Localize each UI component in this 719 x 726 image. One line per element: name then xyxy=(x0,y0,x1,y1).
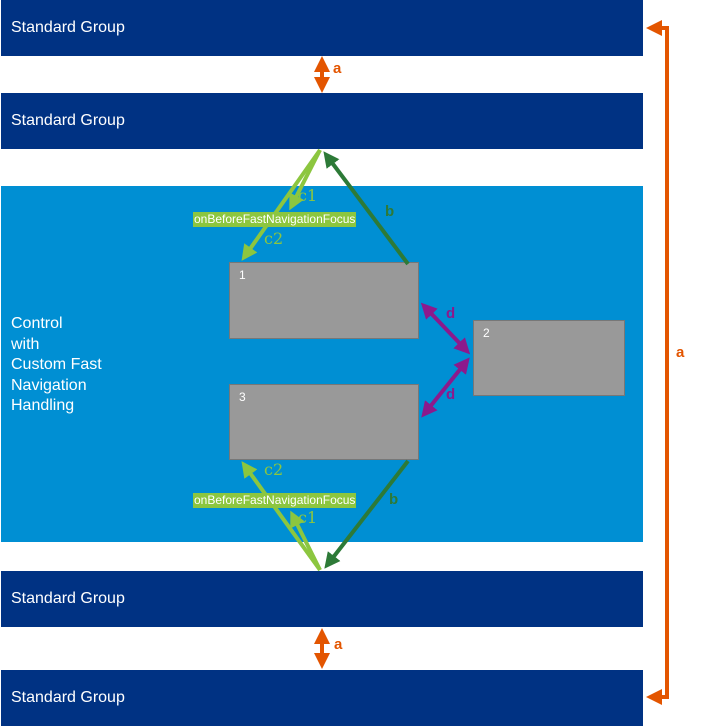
arrow-a-right xyxy=(646,20,669,705)
event-label-top: onBeforeFastNavigationFocus xyxy=(193,212,357,227)
label-c2-top: c2 xyxy=(264,229,284,248)
focusable-item-3: 3 xyxy=(229,384,419,460)
label-b-top: b xyxy=(385,203,395,220)
item-number: 3 xyxy=(239,390,246,404)
control-label-line: Navigation xyxy=(11,376,87,394)
standard-group-4: Standard Group xyxy=(1,670,643,726)
group-label: Standard Group xyxy=(11,689,125,706)
control-label-line: Custom Fast xyxy=(11,356,102,373)
control-label: Control with Custom Fast Navigation Hand… xyxy=(11,314,151,417)
control-label-line: with xyxy=(11,335,40,353)
focusable-item-1: 1 xyxy=(229,262,419,339)
group-label: Standard Group xyxy=(11,19,125,36)
focusable-item-2: 2 xyxy=(473,320,625,396)
standard-group-2: Standard Group xyxy=(1,93,643,149)
label-a-right: a xyxy=(676,344,685,361)
label-b-bottom: b xyxy=(389,491,399,508)
label-d-top: d xyxy=(446,305,456,322)
label-c1-top: c1 xyxy=(298,186,318,205)
label-c2-bottom: c2 xyxy=(264,460,284,479)
label-c1-bottom: c1 xyxy=(298,508,318,527)
label-d-bottom: d xyxy=(446,386,456,403)
standard-group-1: Standard Group xyxy=(1,0,643,56)
item-number: 2 xyxy=(483,326,490,340)
event-label-bottom: onBeforeFastNavigationFocus xyxy=(193,493,357,508)
standard-group-3: Standard Group xyxy=(1,571,643,627)
group-label: Standard Group xyxy=(11,590,125,607)
item-number: 1 xyxy=(239,268,246,282)
label-a-top: a xyxy=(333,60,342,77)
label-a-bottom: a xyxy=(334,636,343,653)
control-label-line: Handling xyxy=(11,397,75,414)
control-label-line: Control xyxy=(11,315,63,332)
group-label: Standard Group xyxy=(11,112,125,129)
